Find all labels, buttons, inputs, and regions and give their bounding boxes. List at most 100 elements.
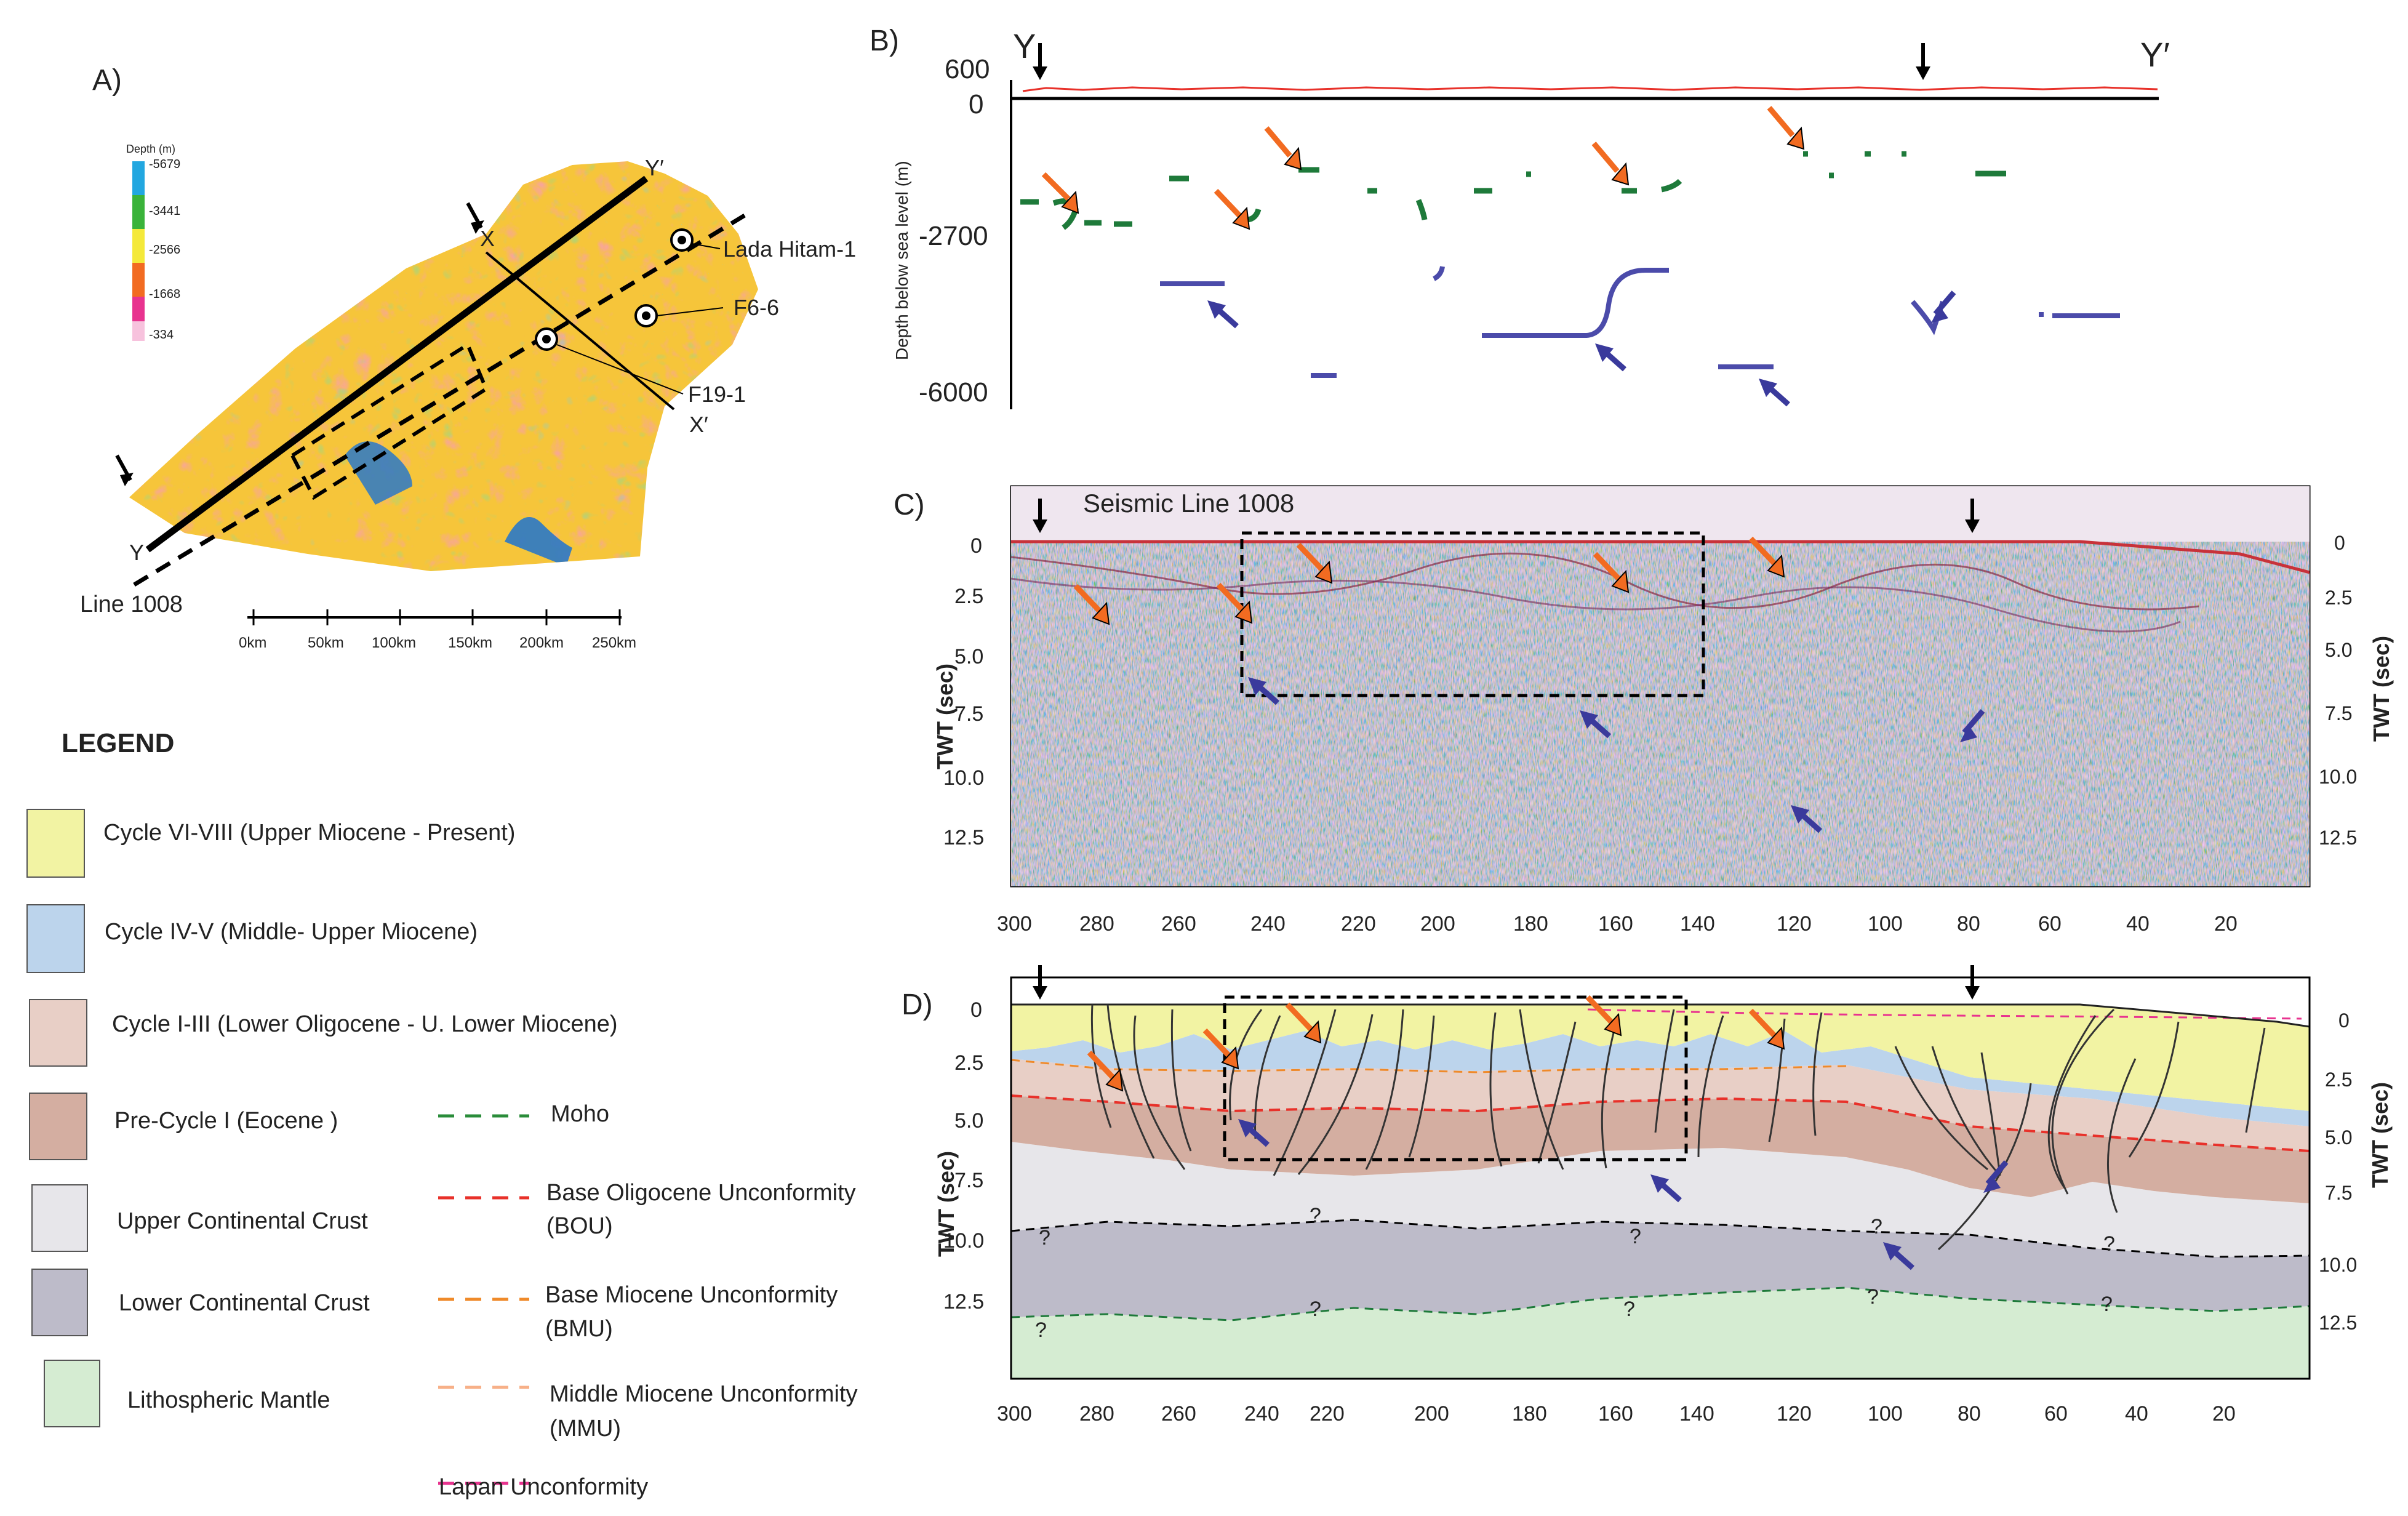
scale-bar: 0km 50km 100km 150km 200km 250km bbox=[239, 609, 636, 651]
uncertain-mark: ? bbox=[1871, 1215, 1882, 1238]
legend-label: Pre-Cycle I (Eocene ) bbox=[114, 1108, 338, 1134]
line-1008-dashed bbox=[133, 214, 746, 587]
legend-label: Base Oligocene Unconformity bbox=[546, 1180, 856, 1206]
legend-label: Cycle VI-VIII (Upper Miocene - Present) bbox=[103, 820, 515, 846]
d-x-tick: 140 bbox=[1679, 1402, 1714, 1426]
well-label: Lada Hitam-1 bbox=[723, 236, 856, 262]
question-marks: ? ? ? ? ? ? ? ? ? ? bbox=[1035, 1204, 2115, 1342]
seismic-title: Seismic Line 1008 bbox=[1083, 489, 1294, 518]
unit-cycle-iv-v bbox=[1011, 1031, 2310, 1126]
d-x-tick: 20 bbox=[2212, 1402, 2236, 1426]
d-x-tick: 180 bbox=[1512, 1402, 1547, 1426]
panel-d-label: D) bbox=[902, 989, 933, 1021]
unit-lower-crust bbox=[1011, 1220, 2310, 1320]
legend-label: (BMU) bbox=[545, 1316, 613, 1342]
c-y-tick: 2.5 bbox=[2325, 587, 2352, 609]
down-arrow-icon bbox=[1916, 66, 1930, 80]
down-arrow-icon bbox=[1965, 519, 1980, 533]
scale-tick: 200km bbox=[519, 635, 564, 651]
d-y-tick: 10.0 bbox=[2319, 1254, 2357, 1276]
d-y-ticks-right: 0 2.5 5.0 7.5 10.0 12.5 bbox=[2319, 1009, 2357, 1334]
c-y-ticks-left: 0 2.5 5.0 7.5 10.0 12.5 bbox=[943, 534, 984, 849]
d-y-tick: 7.5 bbox=[954, 1169, 983, 1192]
section-end-label: Y bbox=[129, 540, 144, 565]
c-y-ticks-right: 0 2.5 5.0 7.5 10.0 12.5 bbox=[2319, 532, 2357, 849]
blue-arrows bbox=[1248, 677, 1985, 833]
d-x-tick: 300 bbox=[997, 1402, 1032, 1426]
blue-arrows bbox=[1207, 291, 1956, 407]
uncertain-mark: ? bbox=[1310, 1297, 1321, 1321]
legend-label: Upper Continental Crust bbox=[117, 1208, 368, 1234]
well-f6-6 bbox=[634, 304, 724, 327]
legend-label: Lapan Unconformity bbox=[439, 1474, 648, 1500]
b-y-tick: 0 bbox=[969, 89, 983, 119]
d-x-tick: 220 bbox=[1310, 1402, 1345, 1426]
c-y-axis-label: TWT (sec) bbox=[932, 664, 958, 769]
c-y-tick: 2.5 bbox=[954, 585, 983, 608]
depth-map: Lada Hitam-1 F6-6 F19-1 Y′ X X′ Y Line 1… bbox=[80, 155, 856, 617]
c-y-tick: 12.5 bbox=[943, 826, 984, 849]
colorbar-title: Depth (m) bbox=[126, 143, 175, 155]
colorbar-swatch-5 bbox=[132, 297, 145, 321]
c-x-tick: 220 bbox=[1341, 912, 1376, 936]
c-y-tick: 5.0 bbox=[2325, 639, 2352, 661]
well-f19-1 bbox=[535, 327, 684, 395]
d-y-tick: 12.5 bbox=[2319, 1312, 2357, 1334]
c-y-tick: 10.0 bbox=[2319, 766, 2357, 788]
scale-tick: 100km bbox=[372, 635, 416, 651]
d-y-tick: 0 bbox=[970, 998, 982, 1022]
uncertain-mark: ? bbox=[1623, 1297, 1635, 1321]
colorbar-swatch-3 bbox=[132, 229, 145, 263]
d-x-tick: 80 bbox=[1958, 1402, 1981, 1426]
colorbar-tick: -1668 bbox=[149, 287, 180, 301]
legend-swatch bbox=[44, 1360, 100, 1427]
orange-arrows bbox=[1087, 995, 1785, 1092]
legend-label: Cycle I-III (Lower Oligocene - U. Lower … bbox=[112, 1011, 618, 1037]
d-x-tick: 280 bbox=[1079, 1402, 1114, 1426]
panel-c: C) Seismic Line 1008 TWT (sec) TWT (sec) bbox=[894, 485, 2394, 936]
d-x-tick: 260 bbox=[1161, 1402, 1196, 1426]
legend-swatch bbox=[29, 999, 87, 1067]
uncertain-mark: ? bbox=[1039, 1226, 1050, 1249]
section-start-label: Y bbox=[1013, 26, 1036, 65]
d-x-tick: 240 bbox=[1244, 1402, 1279, 1426]
faults bbox=[1090, 1004, 2266, 1251]
uncertain-mark: ? bbox=[2103, 1232, 2115, 1256]
d-x-tick: 120 bbox=[1777, 1402, 1812, 1426]
unit-cycle-vi-viii bbox=[1011, 1005, 2310, 1111]
down-arrow-icon bbox=[1965, 986, 1980, 1000]
d-y-tick: 2.5 bbox=[954, 1051, 983, 1075]
d-y-tick: 7.5 bbox=[2325, 1182, 2352, 1204]
zoom-box bbox=[1223, 995, 1688, 1161]
well-label: F6-6 bbox=[734, 295, 779, 320]
c-y-tick: 12.5 bbox=[2319, 827, 2357, 849]
c-y-axis-label-right: TWT (sec) bbox=[2369, 636, 2394, 742]
d-y-tick: 10.0 bbox=[943, 1229, 984, 1253]
d-x-tick: 200 bbox=[1414, 1402, 1449, 1426]
orange-arrows bbox=[1073, 536, 1785, 625]
d-x-tick: 100 bbox=[1868, 1402, 1903, 1426]
legend-label: Middle Miocene Unconformity bbox=[550, 1381, 858, 1407]
blue-arrows bbox=[1238, 1119, 2009, 1270]
b-y-tick: 600 bbox=[945, 54, 990, 84]
legend-swatch bbox=[26, 904, 85, 973]
well-lada-hitam bbox=[670, 228, 721, 252]
c-x-tick: 60 bbox=[2038, 912, 2062, 936]
moho-segments bbox=[1020, 151, 2006, 230]
c-x-tick: 120 bbox=[1777, 912, 1812, 936]
colorbar-swatch-6 bbox=[132, 321, 145, 341]
colorbar-tick: -2566 bbox=[149, 243, 180, 257]
colorbar-swatch-2 bbox=[132, 195, 145, 229]
d-y-tick: 5.0 bbox=[954, 1109, 983, 1133]
zoom-box bbox=[1240, 531, 1705, 697]
colorbar-swatch-1 bbox=[132, 161, 145, 195]
b-topography bbox=[1022, 86, 2158, 92]
legend-swatch bbox=[26, 809, 85, 878]
d-y-axis-label-right: TWT (sec) bbox=[2367, 1082, 2393, 1188]
unit-upper-crust bbox=[1011, 1142, 2310, 1257]
panel-b-label: B) bbox=[870, 25, 899, 57]
b-y-axis-label: Depth below sea level (m) bbox=[892, 161, 911, 360]
section-line-y bbox=[145, 175, 649, 553]
legend-label: Cycle IV-V (Middle- Upper Miocene) bbox=[105, 919, 478, 945]
c-y-tick: 0 bbox=[2334, 532, 2345, 554]
